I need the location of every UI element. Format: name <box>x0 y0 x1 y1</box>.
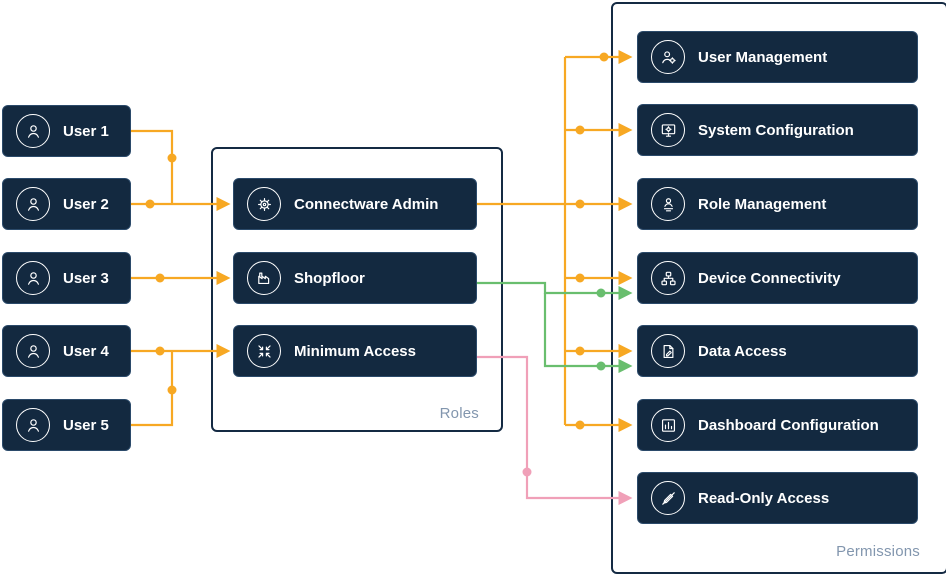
permission-node-system-configuration: System Configuration <box>637 104 918 156</box>
person-icon <box>16 334 50 368</box>
user-label: User 1 <box>63 122 109 140</box>
role-label: Connectware Admin <box>294 195 439 213</box>
document-edit-icon <box>651 334 685 368</box>
permission-label: Data Access <box>698 342 787 360</box>
person-icon <box>16 187 50 221</box>
permission-label: Device Connectivity <box>698 269 841 287</box>
permissions-container-label: Permissions <box>836 543 920 560</box>
role-node-shopfloor: Shopfloor <box>233 252 477 304</box>
role-label: Minimum Access <box>294 342 416 360</box>
user-node-1: User 1 <box>2 105 131 157</box>
user-node-5: User 5 <box>2 399 131 451</box>
permission-node-role-management: Role Management <box>637 178 918 230</box>
role-node-connectware-admin: Connectware Admin <box>233 178 477 230</box>
permission-label: Role Management <box>698 195 827 213</box>
role-node-minimum-access: Minimum Access <box>233 325 477 377</box>
dashboard-panel-icon <box>651 408 685 442</box>
user-gear-icon <box>651 40 685 74</box>
permission-node-read-only-access: Read-Only Access <box>637 472 918 524</box>
permission-node-user-management: User Management <box>637 31 918 83</box>
user-label: User 3 <box>63 269 109 287</box>
monitor-gear-icon <box>651 113 685 147</box>
roles-container-label: Roles <box>439 405 479 422</box>
permission-label: Dashboard Configuration <box>698 416 879 434</box>
permission-label: Read-Only Access <box>698 489 830 507</box>
person-icon <box>16 408 50 442</box>
no-edit-icon <box>651 481 685 515</box>
permission-node-device-connectivity: Device Connectivity <box>637 252 918 304</box>
user-node-4: User 4 <box>2 325 131 377</box>
user-node-3: User 3 <box>2 252 131 304</box>
person-list-icon <box>651 187 685 221</box>
permission-label: User Management <box>698 48 828 66</box>
network-nodes-icon <box>651 261 685 295</box>
permission-label: System Configuration <box>698 121 854 139</box>
user-node-2: User 2 <box>2 178 131 230</box>
user-label: User 5 <box>63 416 109 434</box>
factory-icon <box>247 261 281 295</box>
gear-icon <box>247 187 281 221</box>
user-label: User 4 <box>63 342 109 360</box>
collapse-arrows-icon <box>247 334 281 368</box>
person-icon <box>16 261 50 295</box>
role-label: Shopfloor <box>294 269 365 287</box>
permission-node-data-access: Data Access <box>637 325 918 377</box>
permission-node-dashboard-configuration: Dashboard Configuration <box>637 399 918 451</box>
user-label: User 2 <box>63 195 109 213</box>
person-icon <box>16 114 50 148</box>
